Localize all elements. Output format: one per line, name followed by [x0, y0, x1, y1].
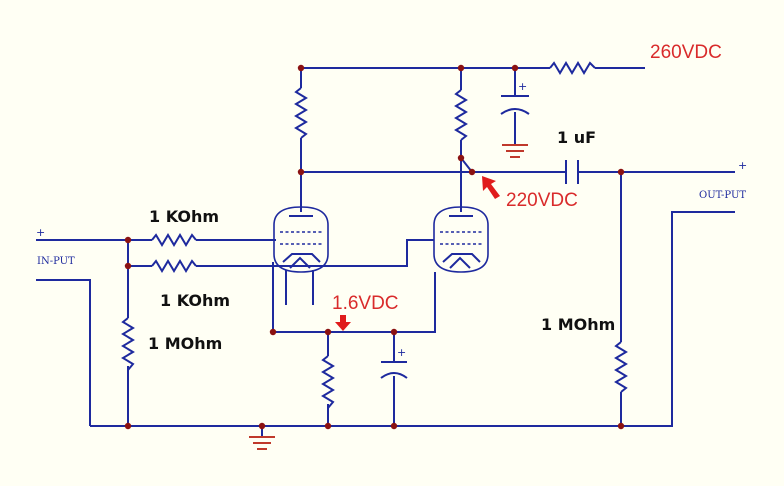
cathode-bypass-capacitor: + — [380, 346, 408, 379]
filter-capacitor: + — [500, 80, 530, 115]
grid2-resistor — [151, 259, 197, 273]
cathode-voltage-arrow — [335, 315, 351, 331]
output-plus-sign: + — [738, 159, 747, 172]
tube2-envelope — [433, 206, 489, 273]
plate-voltage-label: 220VDC — [506, 190, 578, 211]
output-resistor — [614, 341, 628, 393]
input-ground-wire — [36, 279, 91, 426]
tube-1 — [273, 206, 329, 273]
plate1-resistor — [294, 87, 308, 139]
coupling-capacitor — [565, 160, 579, 184]
grid1-resistor-label: 1 KOhm — [149, 207, 219, 226]
cathode-resistor — [321, 355, 335, 409]
supply-voltage-label: 260VDC — [650, 42, 722, 63]
input-resistor-label: 1 MOhm — [148, 334, 222, 353]
capacitors: + + — [380, 80, 579, 379]
supply-resistor — [549, 61, 596, 75]
cathode-voltage-label: 1.6VDC — [332, 293, 399, 314]
junction-nodes — [124, 64, 625, 430]
tube2-plate-wire — [460, 157, 473, 212]
ground-symbol-bottom — [249, 436, 275, 450]
ground-symbol-filter — [502, 144, 528, 158]
plate-voltage-arrow — [482, 176, 500, 199]
grid1-resistor — [151, 233, 197, 247]
filter-cap-plus: + — [518, 80, 527, 93]
tube2-heater — [449, 256, 471, 269]
plate2-resistor — [454, 89, 468, 141]
tube2-cathode — [442, 253, 481, 263]
output-port-label: OUT-PUT — [699, 190, 746, 201]
input-plus-sign: + — [36, 226, 45, 239]
tube1-heater — [289, 256, 311, 269]
tube-2 — [433, 206, 489, 273]
grid2-resistor-label: 1 KOhm — [160, 291, 230, 310]
coupling-cap-label: 1 uF — [557, 128, 596, 147]
output-resistor-label: 1 MOhm — [541, 315, 615, 334]
tube1-envelope — [273, 206, 329, 273]
cathode-cap-plus: + — [397, 346, 406, 359]
cathode-bus-wire — [272, 262, 436, 333]
wires — [36, 67, 735, 436]
resistors — [121, 61, 628, 409]
tube1-cathode — [282, 253, 321, 263]
input-resistor — [121, 317, 135, 371]
ground-rail-wire — [90, 211, 735, 427]
input-port-label: IN-PUT — [37, 256, 75, 267]
